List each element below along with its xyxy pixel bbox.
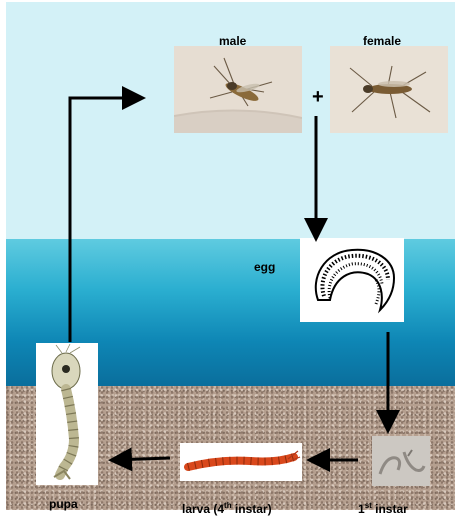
pupa-label: pupa <box>49 497 78 511</box>
larva-label-end: instar) <box>232 502 272 516</box>
pupa-photo <box>36 343 98 485</box>
first-instar-word: instar <box>372 502 408 516</box>
female-midge-photo <box>330 46 448 133</box>
male-midge-photo <box>174 46 302 133</box>
first-instar-number: 1 <box>358 502 365 516</box>
larva-label-start: larva (4 <box>182 502 224 516</box>
larva-label: larva (4th instar) <box>182 501 272 516</box>
first-instar-photo <box>372 436 430 486</box>
first-instar-label: 1st instar <box>358 501 408 516</box>
egg-mass-photo <box>300 238 404 322</box>
female-label: female <box>363 34 401 48</box>
egg-label: egg <box>254 260 275 274</box>
larva-photo <box>180 443 302 481</box>
first-instar-suffix: st <box>365 501 372 510</box>
male-label: male <box>219 34 246 48</box>
plus-sign: + <box>312 86 324 109</box>
larva-label-suffix: th <box>224 501 232 510</box>
